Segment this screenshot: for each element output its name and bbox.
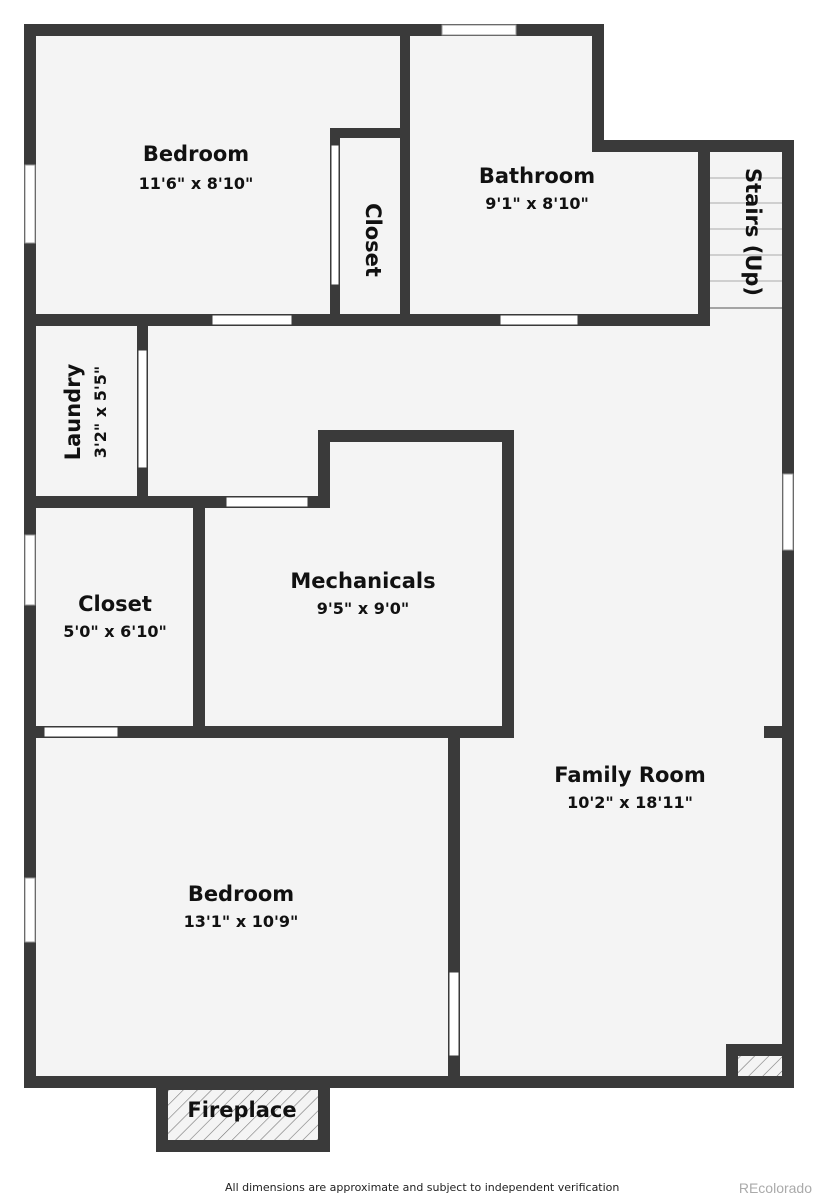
- fireplace-hatch: [168, 1090, 318, 1140]
- disclaimer: All dimensions are approximate and subje…: [225, 1181, 620, 1194]
- room-dims: 3'2" x 5'5": [91, 366, 110, 458]
- room-name: Bedroom: [188, 882, 294, 906]
- floor-area: [30, 30, 788, 1082]
- room-dims: 11'6" x 8'10": [139, 174, 254, 193]
- room-name: Family Room: [554, 763, 705, 787]
- brand-label: REcolorado: [738, 1180, 812, 1196]
- windows: [24, 24, 794, 943]
- chimney-hatch: [738, 1056, 782, 1076]
- room-dims: 5'0" x 6'10": [63, 622, 167, 641]
- door-openings: [43, 144, 579, 1057]
- room-name: Fireplace: [187, 1098, 296, 1122]
- room-name: Bedroom: [143, 142, 249, 166]
- room-name: Closet: [78, 592, 152, 616]
- room-dims: 9'1" x 8'10": [485, 194, 589, 213]
- room-name: Bathroom: [479, 164, 595, 188]
- room-name: Mechanicals: [290, 569, 435, 593]
- stair-treads: [710, 177, 782, 309]
- room-dims: 9'5" x 9'0": [317, 599, 409, 618]
- room-dims: 13'1" x 10'9": [184, 912, 299, 931]
- room-name: Stairs (Up): [741, 168, 765, 296]
- room-name: Closet: [361, 203, 385, 277]
- room-dims: 10'2" x 18'11": [567, 793, 693, 812]
- room-name: Laundry: [61, 363, 85, 460]
